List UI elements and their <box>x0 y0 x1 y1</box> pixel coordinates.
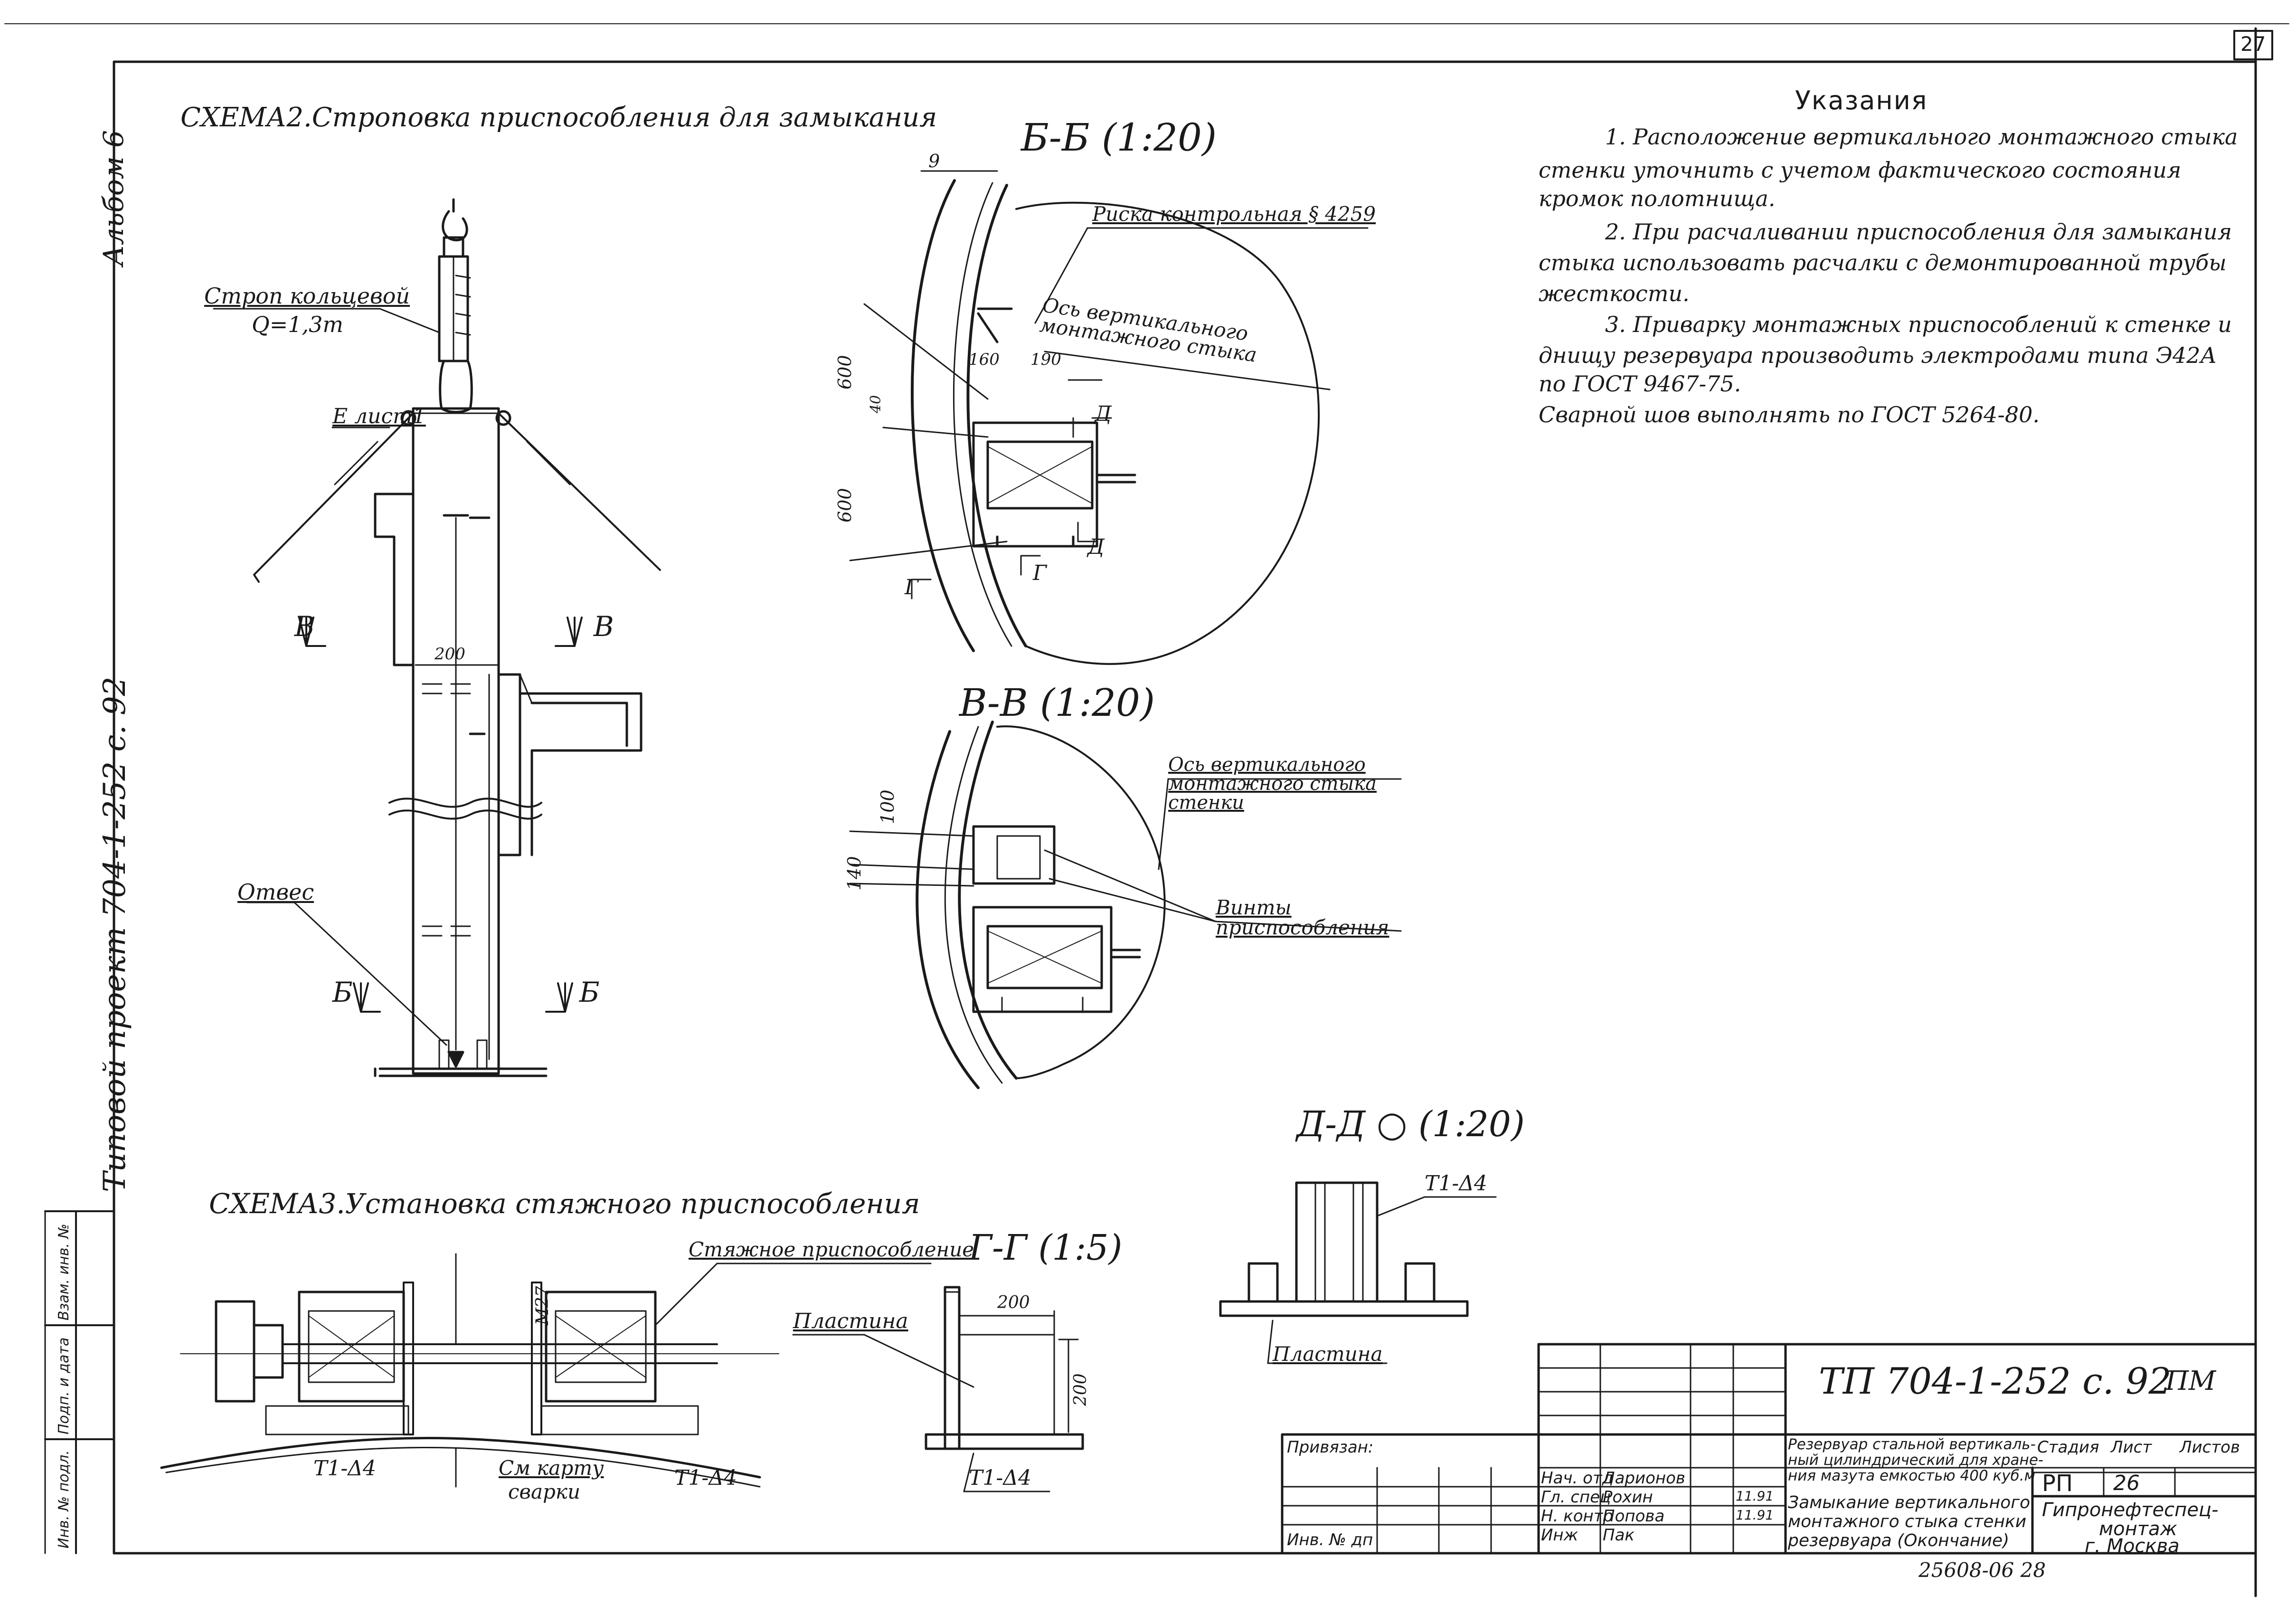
strap-load: Q=1,3т <box>252 312 344 337</box>
gg-plate-label: Пластина <box>793 1309 908 1333</box>
bb-mark-line: Риска контрольная § 4259 <box>1092 202 1376 226</box>
notes-line-9: по ГОСТ 9467-75. <box>1539 371 1741 397</box>
role-2: Гл. спец <box>1541 1488 1611 1507</box>
role-4: Инж <box>1541 1526 1578 1545</box>
vv-axis-label: Ось вертикального монтажного стыка стенк… <box>1168 754 1377 814</box>
cut-v-right: В <box>594 610 614 643</box>
role-4-name: Пак <box>1603 1526 1635 1545</box>
gg-weld-label: Т1-Δ4 <box>969 1466 1031 1490</box>
stamp-cell-repl: Взам. инв. № <box>56 1224 72 1320</box>
notes-line-3: кромок полотнища. <box>1539 186 1776 211</box>
object-text-2: ный цилиндрический для хране- <box>1788 1452 2044 1469</box>
bb-cut-d: Д <box>1095 402 1112 426</box>
title-block-grid <box>1281 1343 2257 1555</box>
org-text-2: монтаж <box>2099 1518 2177 1540</box>
schema3-welding: сварки <box>508 1480 581 1503</box>
notes-line-1: 1. Расположение вертикального монтажного… <box>1605 124 2238 150</box>
cut-v-left: В <box>294 610 315 643</box>
schema2-title: СХЕМА2.Строповка приспособления для замы… <box>180 102 937 133</box>
tied-label: Привязан: <box>1287 1438 1374 1457</box>
drawing-text-2: монтажного стыка стенки <box>1788 1512 2027 1531</box>
object-text-1: Резервуар стальной вертикаль- <box>1788 1436 2036 1453</box>
gg-dim-h: 200 <box>997 1293 1030 1312</box>
org-text-3: г. Москва <box>2085 1535 2180 1557</box>
lug-label: Е лист1 <box>332 404 426 428</box>
page-number: 27 <box>2240 32 2266 56</box>
bb-dim-600-b: 600 <box>834 488 855 522</box>
stamp-cell-inv: Инв. № подл. <box>56 1450 72 1548</box>
schema3-device-label: Стяжное приспособление <box>689 1238 974 1261</box>
sheet-value: 26 <box>2113 1471 2140 1495</box>
schema2-drawing <box>213 198 661 1077</box>
bb-cut-g: Г <box>1033 561 1047 585</box>
bb-cut-d2: Д <box>1087 535 1105 559</box>
object-text-3: ния мазута емкостью 400 куб.м <box>1788 1467 2035 1484</box>
cut-b-left: Б <box>332 976 353 1008</box>
notes-line-7: 3. Приварку монтажных приспособлений к с… <box>1605 312 2232 337</box>
section-dd-title: Д-Д ○ (1:20) <box>1296 1104 1525 1145</box>
gg-dim-v: 200 <box>1071 1373 1090 1406</box>
section-dd-drawing <box>1219 1181 1497 1364</box>
role-3: Н. контр <box>1541 1507 1614 1526</box>
vv-dim-100: 100 <box>877 789 898 824</box>
drawing-text-3: резервуара (Окончание) <box>1788 1531 2010 1550</box>
role-3-date: 11.91 <box>1736 1507 1774 1523</box>
notes-line-10: Сварной шов выполнять по ГОСТ 5264-80. <box>1539 402 2040 427</box>
vv-screws-label: Винты приспособления <box>1216 896 1389 939</box>
footer-code: 25608-06 28 <box>1918 1558 2046 1582</box>
notes-line-2: стенки уточнить с учетом фактического со… <box>1539 157 2182 183</box>
bb-dim-9: 9 <box>928 151 940 171</box>
notes-line-8: днищу резервуара производить электродами… <box>1539 342 2217 368</box>
section-gg-drawing <box>792 1286 1084 1492</box>
bb-dim-40: 40 <box>868 395 884 413</box>
vv-dim-140: 140 <box>844 856 865 891</box>
project-label: Типовой проект 704-1-252 с. 92 <box>97 676 132 1192</box>
role-2-date: 11.91 <box>1736 1488 1774 1504</box>
section-bb-drawing <box>849 170 1369 665</box>
notes-line-5: стыка использовать расчалки с демонтиров… <box>1539 250 2227 275</box>
album-label: Альбом 6 <box>97 130 130 266</box>
stamp-cell-sign: Подп. и дата <box>56 1337 72 1434</box>
schema3-drawing <box>160 1253 932 1488</box>
bb-dim-600-a: 600 <box>834 355 855 389</box>
role-1-name: Ларионов <box>1603 1469 1685 1488</box>
dd-plate-label: Пластина <box>1273 1342 1383 1366</box>
schema3-see-map: См карту <box>499 1456 604 1480</box>
bb-dim-160: 160 <box>969 350 1000 369</box>
strap-label: Строп кольцевой <box>204 283 410 309</box>
stage-value: РП <box>2042 1470 2073 1497</box>
schema2-dim-200: 200 <box>435 645 465 664</box>
sheet-head: Лист <box>2111 1438 2152 1457</box>
schema3-m27: М27 <box>533 1286 552 1325</box>
role-3-name: Попова <box>1603 1507 1665 1526</box>
role-2-name: Рохин <box>1603 1488 1653 1507</box>
notes-line-6: жесткости. <box>1539 281 1690 306</box>
section-vv-drawing <box>849 721 1402 1089</box>
plumb-label: Отвес <box>237 879 314 905</box>
cut-b-right: Б <box>579 976 600 1008</box>
section-gg-title: Г-Г (1:5) <box>969 1227 1123 1268</box>
schema3-title: СХЕМА3.Установка стяжного приспособления <box>209 1187 920 1220</box>
notes-heading: Указания <box>1795 85 1928 115</box>
bb-dim-190: 190 <box>1030 350 1061 369</box>
inv-label: Инв. № дп <box>1287 1530 1373 1549</box>
org-text-1: Гипронефтеспец- <box>2042 1499 2219 1521</box>
drawing-code-suffix: ПМ <box>2165 1366 2216 1396</box>
drawing-text-1: Замыкание вертикального <box>1788 1493 2031 1512</box>
schema3-weld-left: Т1-Δ4 <box>313 1456 376 1481</box>
schema3-weld-right: Т1-Δ4 <box>674 1466 737 1490</box>
section-vv-title: В-В (1:20) <box>959 681 1155 725</box>
stage-head: Стадия <box>2037 1438 2099 1457</box>
sheets-head: Листов <box>2180 1438 2240 1457</box>
bb-cut-g2: Г <box>905 575 919 599</box>
drawing-code: ТП 704-1-252 с. 92 <box>1819 1360 2172 1402</box>
role-1: Нач. отд <box>1541 1469 1614 1488</box>
section-bb-title: Б-Б (1:20) <box>1021 115 1217 160</box>
notes-line-4: 2. При расчаливании приспособления для з… <box>1605 219 2232 245</box>
dd-weld-label: Т1-Δ4 <box>1425 1171 1487 1196</box>
